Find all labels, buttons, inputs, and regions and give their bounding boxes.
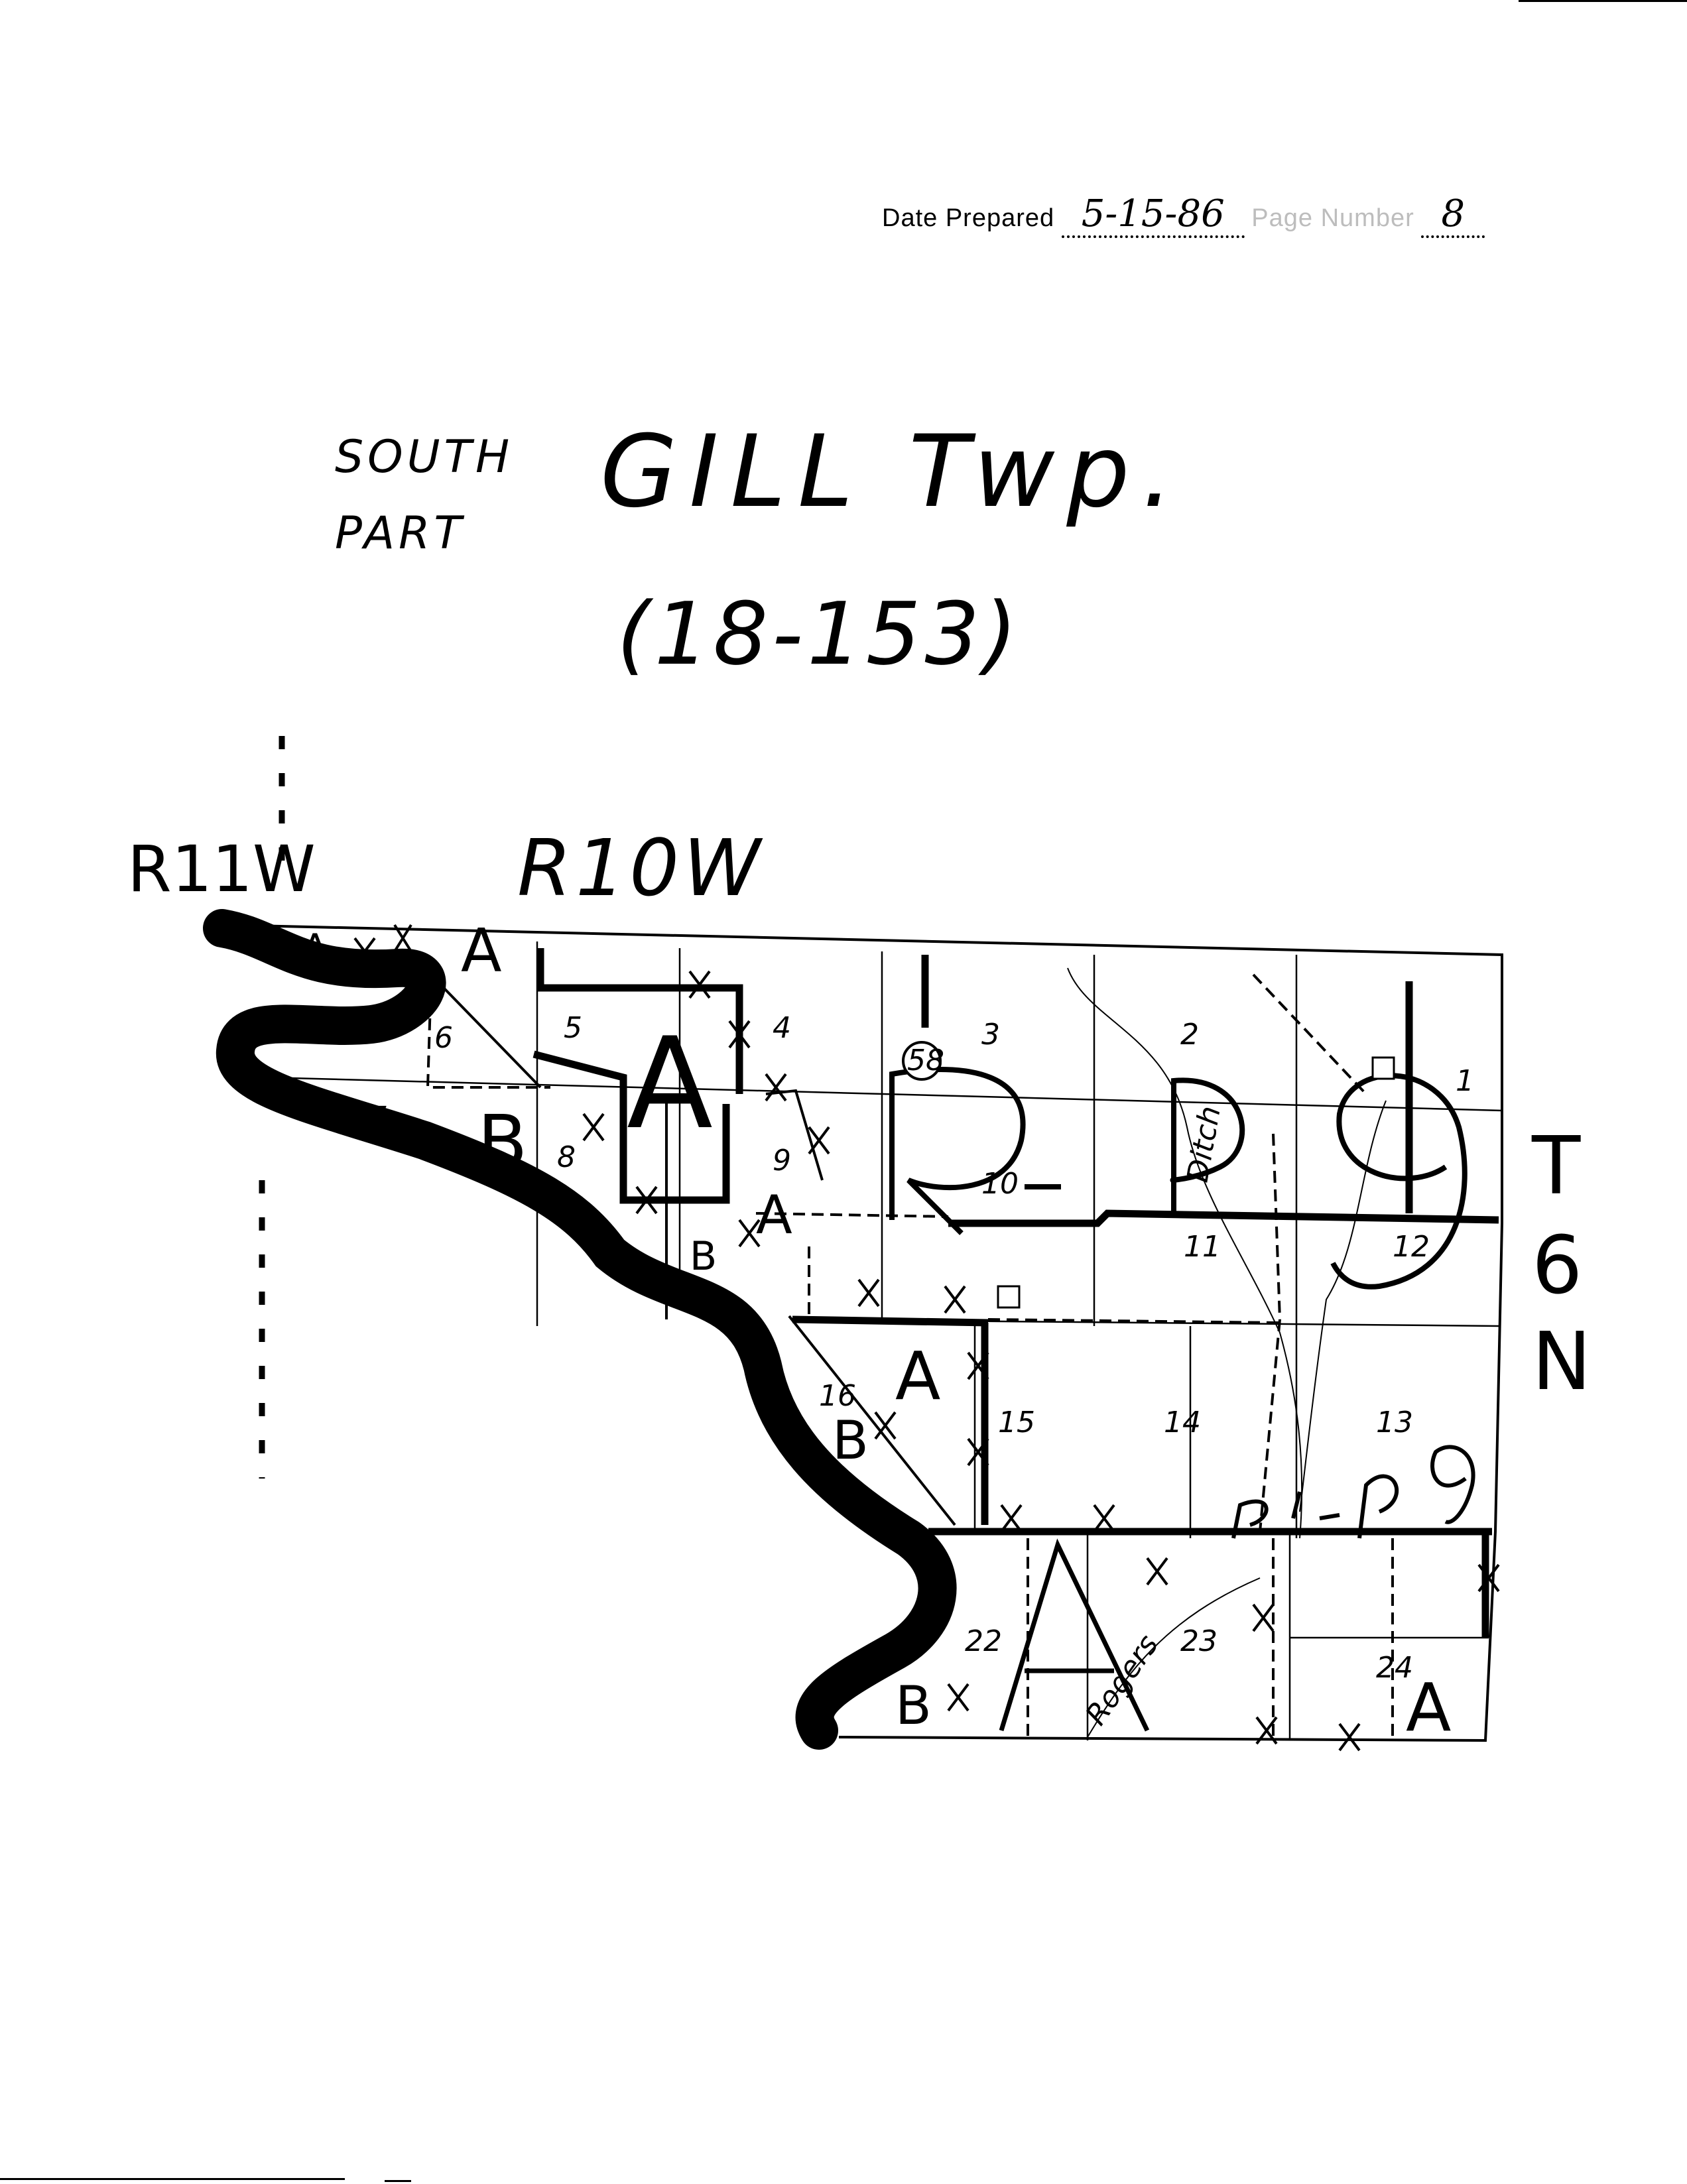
zone-a-label-6: A: [1406, 1669, 1451, 1746]
section-2-label: 2: [1180, 1018, 1199, 1052]
creeks: [1067, 967, 1387, 1738]
section-11-label: 11: [1184, 1230, 1221, 1264]
zone-a-label-2: A: [461, 916, 502, 986]
section-10-label: 10: [981, 1167, 1019, 1201]
zone-b-label-2: B: [690, 1233, 717, 1280]
section-9-label: 9: [773, 1144, 791, 1178]
map-frame: [225, 924, 1503, 1742]
dashed-roads: [426, 973, 1394, 1737]
section-12-label: 12: [1393, 1230, 1430, 1264]
section-3-label: 3: [981, 1018, 1000, 1052]
section-13-label: 13: [1376, 1406, 1413, 1439]
zone-b-label-4: B: [895, 1675, 932, 1736]
range-boundary-line: [259, 736, 285, 1479]
page-number-value: 8: [1421, 192, 1485, 238]
range-r10w: R10W: [517, 822, 765, 914]
zone-a-label-3: A: [627, 1010, 713, 1157]
river: [203, 909, 957, 1750]
zone-b-label-1: B: [477, 1099, 527, 1184]
township-6: 6: [1532, 1220, 1583, 1312]
top-edge-rule: [1519, 0, 1687, 2]
page-number-label: Page Number: [1251, 204, 1414, 232]
boundary-x-marks: [353, 924, 1500, 1752]
rogers-creek-label: Rogers: [1079, 1628, 1165, 1731]
range-r11w: R11W: [127, 832, 316, 906]
section-24-label: 24: [1376, 1651, 1413, 1685]
ditch-label: Ditch: [1181, 1103, 1227, 1185]
cemetery-markers: [997, 1056, 1395, 1309]
zone-b-label-3: B: [832, 1410, 869, 1471]
township-code: (18-153): [617, 583, 1021, 684]
zone-a-outline: [999, 1538, 1150, 1732]
r1-r9-large-outline: [889, 1067, 1468, 1290]
title-part: PART: [335, 507, 466, 560]
section-14-label: 14: [1164, 1406, 1201, 1439]
section-1-label: 1: [1456, 1064, 1474, 1098]
section-5-label: 5: [564, 1011, 582, 1045]
section-8-label: 8: [557, 1140, 576, 1174]
township-name: GILL Twp.: [600, 414, 1186, 530]
section-4-label: 4: [773, 1011, 791, 1045]
zone-a-label-4: A: [756, 1184, 792, 1246]
section-6-label: 6: [434, 1021, 453, 1055]
highway-58-label: 58: [907, 1044, 944, 1077]
zone-a-label-5: A: [895, 1337, 940, 1415]
bottom-edge-rule: [0, 2178, 345, 2180]
header-line: Date Prepared 5-15-86 Page Number 8: [882, 192, 1485, 238]
section-grid: [265, 941, 1503, 1740]
section-22-label: 22: [965, 1624, 1002, 1658]
section-23-label: 23: [1180, 1624, 1218, 1658]
section-7-label: 7: [368, 1101, 387, 1134]
date-prepared-value: 5-15-86: [1061, 192, 1245, 238]
date-prepared-label: Date Prepared: [882, 204, 1055, 232]
highway-58-shield: [902, 1041, 942, 1081]
township-n: N: [1532, 1316, 1592, 1408]
r1-r9-small-outline: [1231, 1445, 1475, 1539]
title-south: SOUTH: [335, 431, 514, 483]
bottom-edge-mark: [385, 2180, 411, 2182]
section-15-label: 15: [998, 1406, 1035, 1439]
zone-a-label-1: A: [302, 926, 328, 971]
township-t: T: [1532, 1121, 1581, 1213]
section-16-label: 16: [819, 1379, 856, 1413]
